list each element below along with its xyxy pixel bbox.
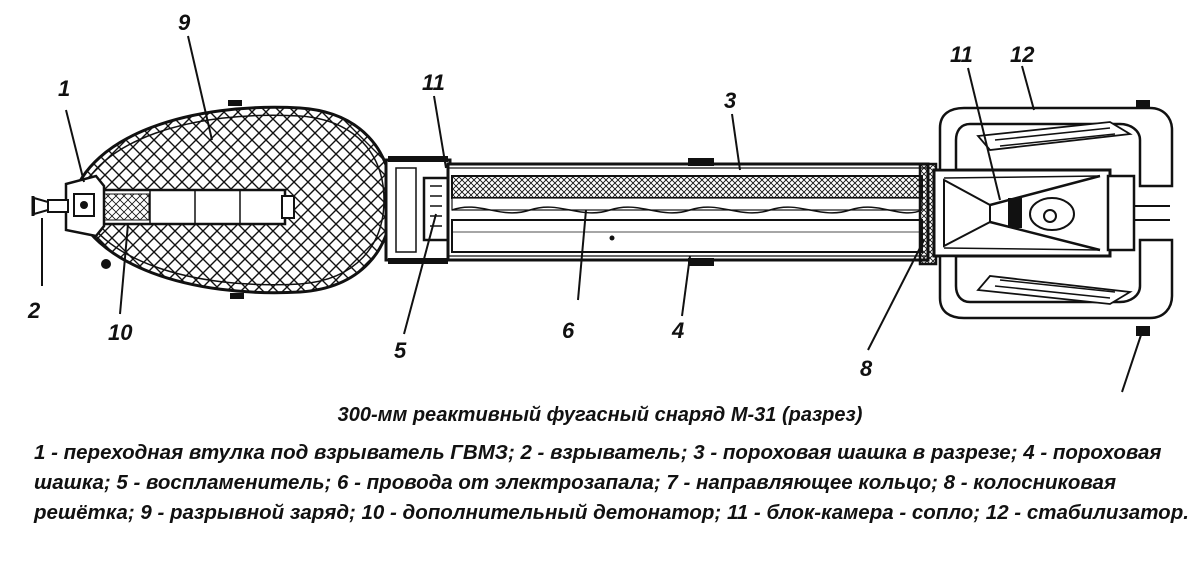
label-3: 3: [724, 88, 736, 113]
warhead: [31, 100, 394, 299]
nozzle-and-stabilizer: [918, 100, 1174, 336]
label-7: 7: [1112, 396, 1126, 400]
legend-line: решётка; 9 - разрывной заряд; 10 - допол…: [34, 501, 1189, 524]
igniter: [422, 176, 450, 242]
fuze: [31, 196, 69, 216]
label-12: 12: [1010, 42, 1035, 67]
legend: 1 - переходная втулка под взрыватель ГВМ…: [34, 438, 1189, 528]
label-9: 9: [178, 10, 191, 35]
label-8: 8: [860, 356, 873, 381]
label-6: 6: [562, 318, 575, 343]
label-11-nozzle: 11: [950, 42, 973, 67]
label-10: 10: [108, 320, 133, 345]
leader-lines: [41, 35, 1143, 393]
label-4: 4: [671, 318, 684, 343]
legend-line: 1 - переходная втулка под взрыватель ГВМ…: [34, 441, 1162, 464]
stabilizer-upper: [938, 106, 1174, 188]
guide-ring: [1106, 174, 1136, 252]
diagram-caption: 300-мм реактивный фугасный снаряд М-31 (…: [337, 404, 863, 426]
label-11-motor: 11: [422, 70, 445, 95]
label-2: 2: [27, 298, 41, 323]
rocket-motor-tube: [384, 156, 930, 266]
label-1: 1: [58, 76, 70, 101]
powder-grain-section: [451, 175, 923, 199]
ignition-wires: [451, 206, 923, 214]
stabilizer-lower: [938, 238, 1174, 320]
legend-line: шашка; 5 - воспламенитель; 6 - провода о…: [34, 471, 1117, 494]
projectile-cutaway-diagram: 1 2 3 4 5 6 7 8 9 10 11 11 12: [27, 10, 1174, 400]
label-5: 5: [394, 338, 407, 363]
powder-grain: [451, 219, 923, 253]
